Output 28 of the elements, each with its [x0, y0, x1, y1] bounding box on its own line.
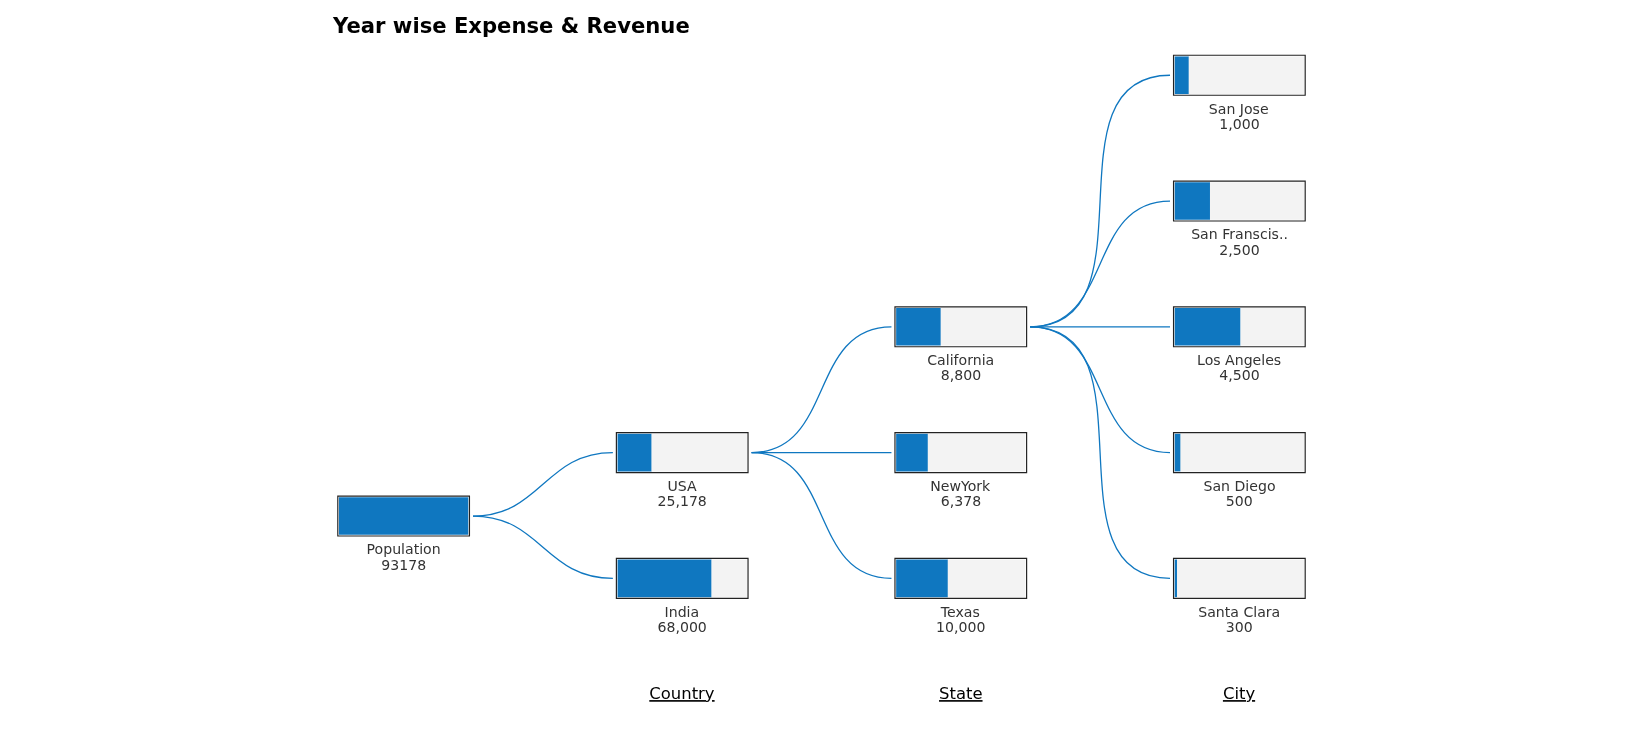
node-label: 500	[1225, 493, 1253, 510]
node-label: 2,500	[1218, 241, 1260, 258]
node-label: San Jose	[1208, 100, 1269, 117]
label: Country	[648, 684, 715, 704]
node-label: NewYork	[929, 477, 990, 494]
connector	[750, 451, 892, 579]
node-label: Los Angeles	[1196, 352, 1281, 369]
node-label: 6,378	[940, 493, 981, 510]
node-label: Santa Clara	[1197, 603, 1280, 620]
label: State	[938, 684, 983, 704]
node-label: 8,800	[940, 367, 981, 384]
connector	[1029, 326, 1171, 579]
connector	[471, 515, 613, 579]
node-label: 10,000	[935, 618, 985, 635]
node-label: San Franscis..	[1190, 226, 1288, 243]
node-label: Texas	[940, 603, 980, 620]
node-label: 93178	[380, 556, 426, 573]
node-label: India	[664, 603, 699, 620]
node-label: San Diego	[1203, 477, 1276, 494]
node-label: 4,500	[1218, 367, 1260, 384]
node-label: USA	[667, 477, 697, 494]
node-label: 68,000	[657, 618, 707, 635]
node-label: Population	[366, 541, 441, 558]
node-label: California	[926, 352, 994, 369]
node-label: 25,178	[657, 493, 707, 510]
diagram-title: Year wise Expense & Revenue	[332, 13, 690, 39]
label: City	[1222, 684, 1255, 704]
node-label: 300	[1225, 618, 1253, 635]
